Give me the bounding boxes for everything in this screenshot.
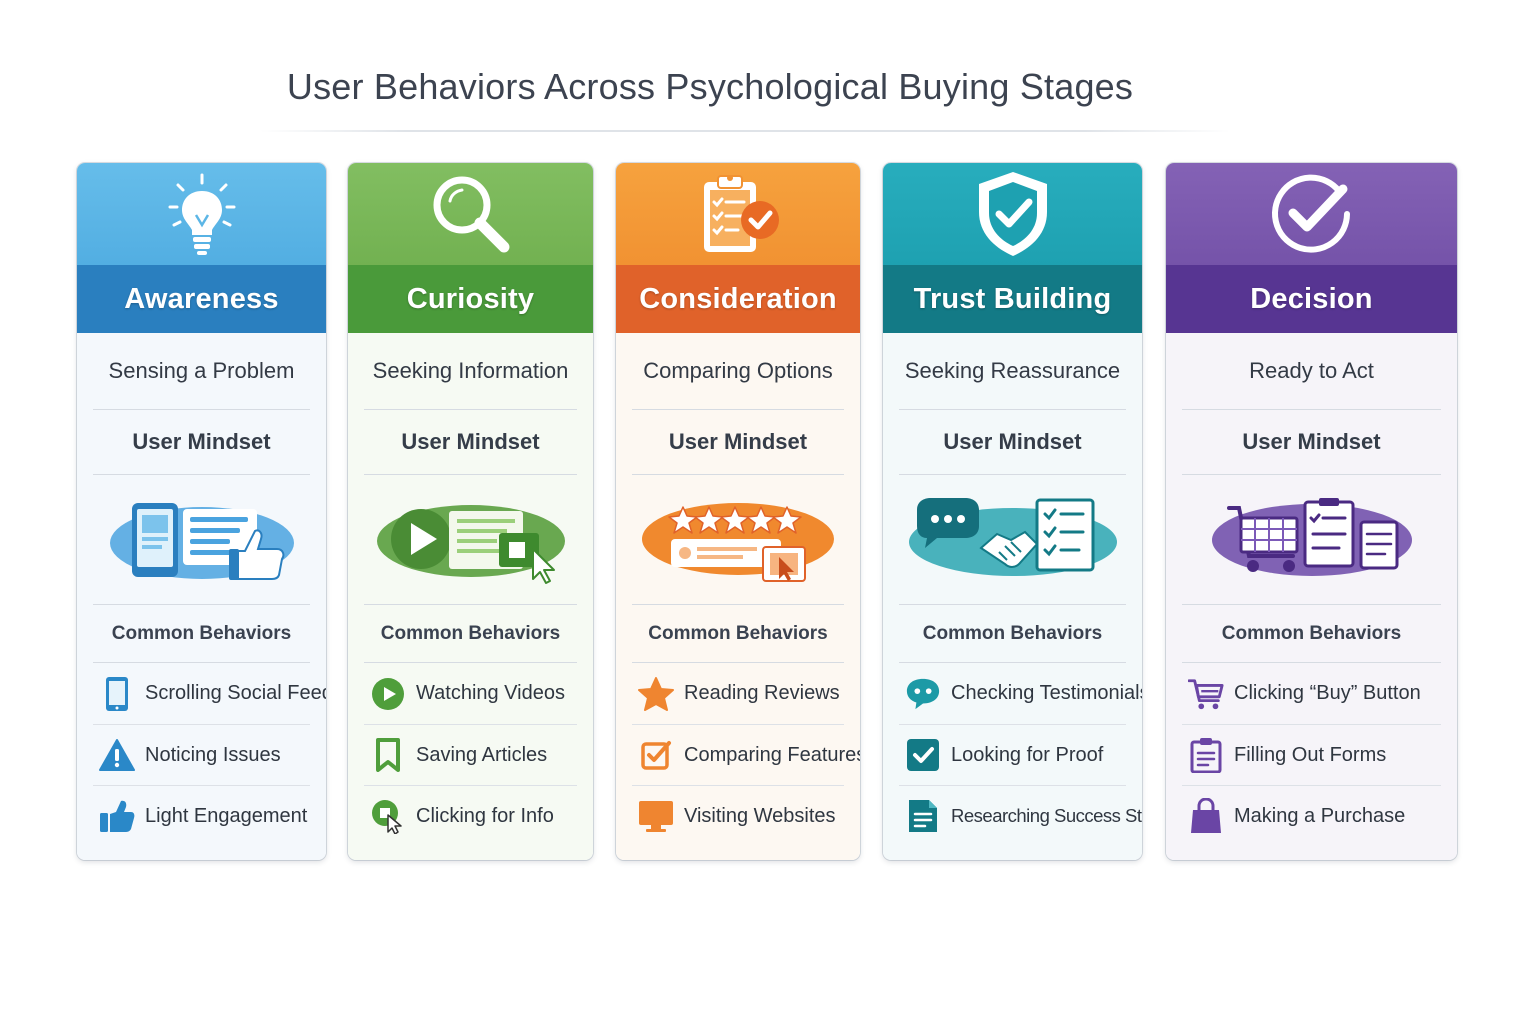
behavior-label: Scrolling Social Feed bbox=[145, 682, 326, 704]
video-article-click-illustration bbox=[376, 504, 565, 584]
behavior-label: Light Engagement bbox=[145, 804, 308, 827]
stage-name-trust-building: Trust Building bbox=[883, 265, 1142, 333]
behavior-item: Filling Out Forms bbox=[1182, 724, 1441, 785]
illustration-row bbox=[364, 475, 577, 605]
behavior-label: Visiting Websites bbox=[684, 804, 836, 827]
behavior-label: Comparing Features bbox=[684, 743, 860, 766]
card-body-decision: Ready to Act User Mindset C bbox=[1166, 333, 1457, 860]
stage-subtitle: Seeking Information bbox=[364, 333, 577, 410]
illustration-row bbox=[899, 475, 1126, 605]
circle-check-icon bbox=[1271, 174, 1350, 253]
cart-forms-illustration bbox=[1211, 497, 1412, 576]
behavior-label: Reading Reviews bbox=[684, 682, 840, 704]
stage-card-curiosity: Curiosity Seeking Information User Minds… bbox=[348, 163, 593, 860]
stage-card-consideration: Consideration Comparing Options User Min… bbox=[616, 163, 860, 860]
behavior-item: Researching Success Stories bbox=[899, 785, 1142, 846]
handshake-checklist-illustration bbox=[908, 497, 1117, 576]
card-body-trust-building: Seeking Reassurance User Mindset Common … bbox=[883, 333, 1142, 860]
stage-card-trust-building: Trust Building Seeking Reassurance User … bbox=[883, 163, 1142, 860]
behavior-label: Researching Success Stories bbox=[951, 805, 1142, 826]
thumbs-up-icon bbox=[99, 798, 135, 834]
mindset-label: User Mindset bbox=[899, 410, 1126, 475]
card-body-awareness: Sensing a Problem User Mindset bbox=[77, 333, 326, 860]
stage-subtitle: Seeking Reassurance bbox=[899, 333, 1126, 410]
behavior-label: Clicking for Info bbox=[416, 804, 554, 827]
card-header-trust-building bbox=[883, 163, 1142, 265]
behavior-item: Visiting Websites bbox=[632, 785, 844, 846]
stage-card-decision: Decision Ready to Act User Mindset bbox=[1166, 163, 1457, 860]
mindset-label: User Mindset bbox=[364, 410, 577, 475]
stage-subtitle: Sensing a Problem bbox=[93, 333, 310, 410]
behaviors-label: Common Behaviors bbox=[364, 605, 577, 663]
behavior-item: Making a Purchase bbox=[1182, 785, 1441, 846]
bookmark-icon bbox=[370, 737, 406, 773]
card-header-consideration bbox=[616, 163, 860, 265]
monitor-icon bbox=[638, 798, 674, 834]
phone-icon bbox=[99, 676, 135, 712]
stage-name-curiosity: Curiosity bbox=[348, 265, 593, 333]
stage-subtitle: Comparing Options bbox=[632, 333, 844, 410]
behavior-item: Clicking “Buy” Button bbox=[1182, 663, 1441, 724]
behavior-item: Reading Reviews bbox=[632, 663, 844, 724]
check-square-icon bbox=[905, 737, 941, 773]
card-body-curiosity: Seeking Information User Mindset Common … bbox=[348, 333, 593, 860]
behavior-item: Saving Articles bbox=[364, 724, 577, 785]
behaviors-label: Common Behaviors bbox=[1182, 605, 1441, 663]
behavior-label: Saving Articles bbox=[416, 743, 548, 766]
stage-name-consideration: Consideration bbox=[616, 265, 860, 333]
mindset-label: User Mindset bbox=[1182, 410, 1441, 475]
behavior-label: Noticing Issues bbox=[145, 743, 281, 766]
shopping-bag-icon bbox=[1188, 798, 1224, 834]
play-icon bbox=[370, 676, 406, 712]
mindset-label: User Mindset bbox=[93, 410, 310, 475]
behavior-item: Scrolling Social Feed bbox=[93, 663, 326, 724]
chat-bubble-icon bbox=[905, 676, 941, 712]
lightbulb-icon bbox=[168, 173, 235, 255]
behavior-label: Checking Testimonials bbox=[951, 682, 1142, 704]
document-icon bbox=[905, 798, 941, 834]
illustration-row bbox=[1182, 475, 1441, 605]
illustration-row bbox=[632, 475, 844, 605]
behavior-label: Filling Out Forms bbox=[1234, 743, 1387, 766]
behavior-item: Watching Videos bbox=[364, 663, 577, 724]
star-icon bbox=[638, 676, 674, 712]
behaviors-label: Common Behaviors bbox=[632, 605, 844, 663]
clipboard-check-icon bbox=[704, 175, 779, 252]
checkbox-icon bbox=[638, 737, 674, 773]
social-feed-like-illustration bbox=[109, 502, 294, 580]
behavior-item: Light Engagement bbox=[93, 785, 310, 846]
behavior-item: Looking for Proof bbox=[899, 724, 1126, 785]
stage-subtitle: Ready to Act bbox=[1182, 333, 1441, 410]
behavior-item: Clicking for Info bbox=[364, 785, 577, 846]
stage-name-decision: Decision bbox=[1166, 265, 1457, 333]
cursor-click-icon bbox=[370, 798, 406, 834]
magnifier-icon bbox=[433, 176, 509, 253]
stage-name-awareness: Awareness bbox=[77, 265, 326, 333]
behavior-label: Looking for Proof bbox=[951, 743, 1104, 766]
cart-icon bbox=[1188, 676, 1224, 712]
warning-icon bbox=[99, 737, 135, 773]
behavior-item: Comparing Features bbox=[632, 724, 860, 785]
page-title: User Behaviors Across Psychological Buyi… bbox=[286, 66, 1134, 107]
title-divider bbox=[260, 130, 1230, 132]
form-icon bbox=[1188, 737, 1224, 773]
behaviors-label: Common Behaviors bbox=[899, 605, 1126, 663]
star-rating-review-illustration bbox=[642, 502, 834, 582]
behavior-label: Clicking “Buy” Button bbox=[1234, 682, 1421, 704]
card-header-decision bbox=[1166, 163, 1457, 265]
behavior-label: Making a Purchase bbox=[1234, 804, 1406, 827]
card-header-curiosity bbox=[348, 163, 593, 265]
card-body-consideration: Comparing Options User Mindset bbox=[616, 333, 860, 860]
behavior-item: Checking Testimonials bbox=[899, 663, 1142, 724]
illustration-row bbox=[93, 475, 310, 605]
card-header-awareness bbox=[77, 163, 326, 265]
stage-card-awareness: Awareness Sensing a Problem User Mindset bbox=[77, 163, 326, 860]
behavior-label: Watching Videos bbox=[416, 682, 565, 704]
mindset-label: User Mindset bbox=[632, 410, 844, 475]
behavior-item: Noticing Issues bbox=[93, 724, 310, 785]
shield-check-icon bbox=[978, 172, 1047, 256]
behaviors-label: Common Behaviors bbox=[93, 605, 310, 663]
